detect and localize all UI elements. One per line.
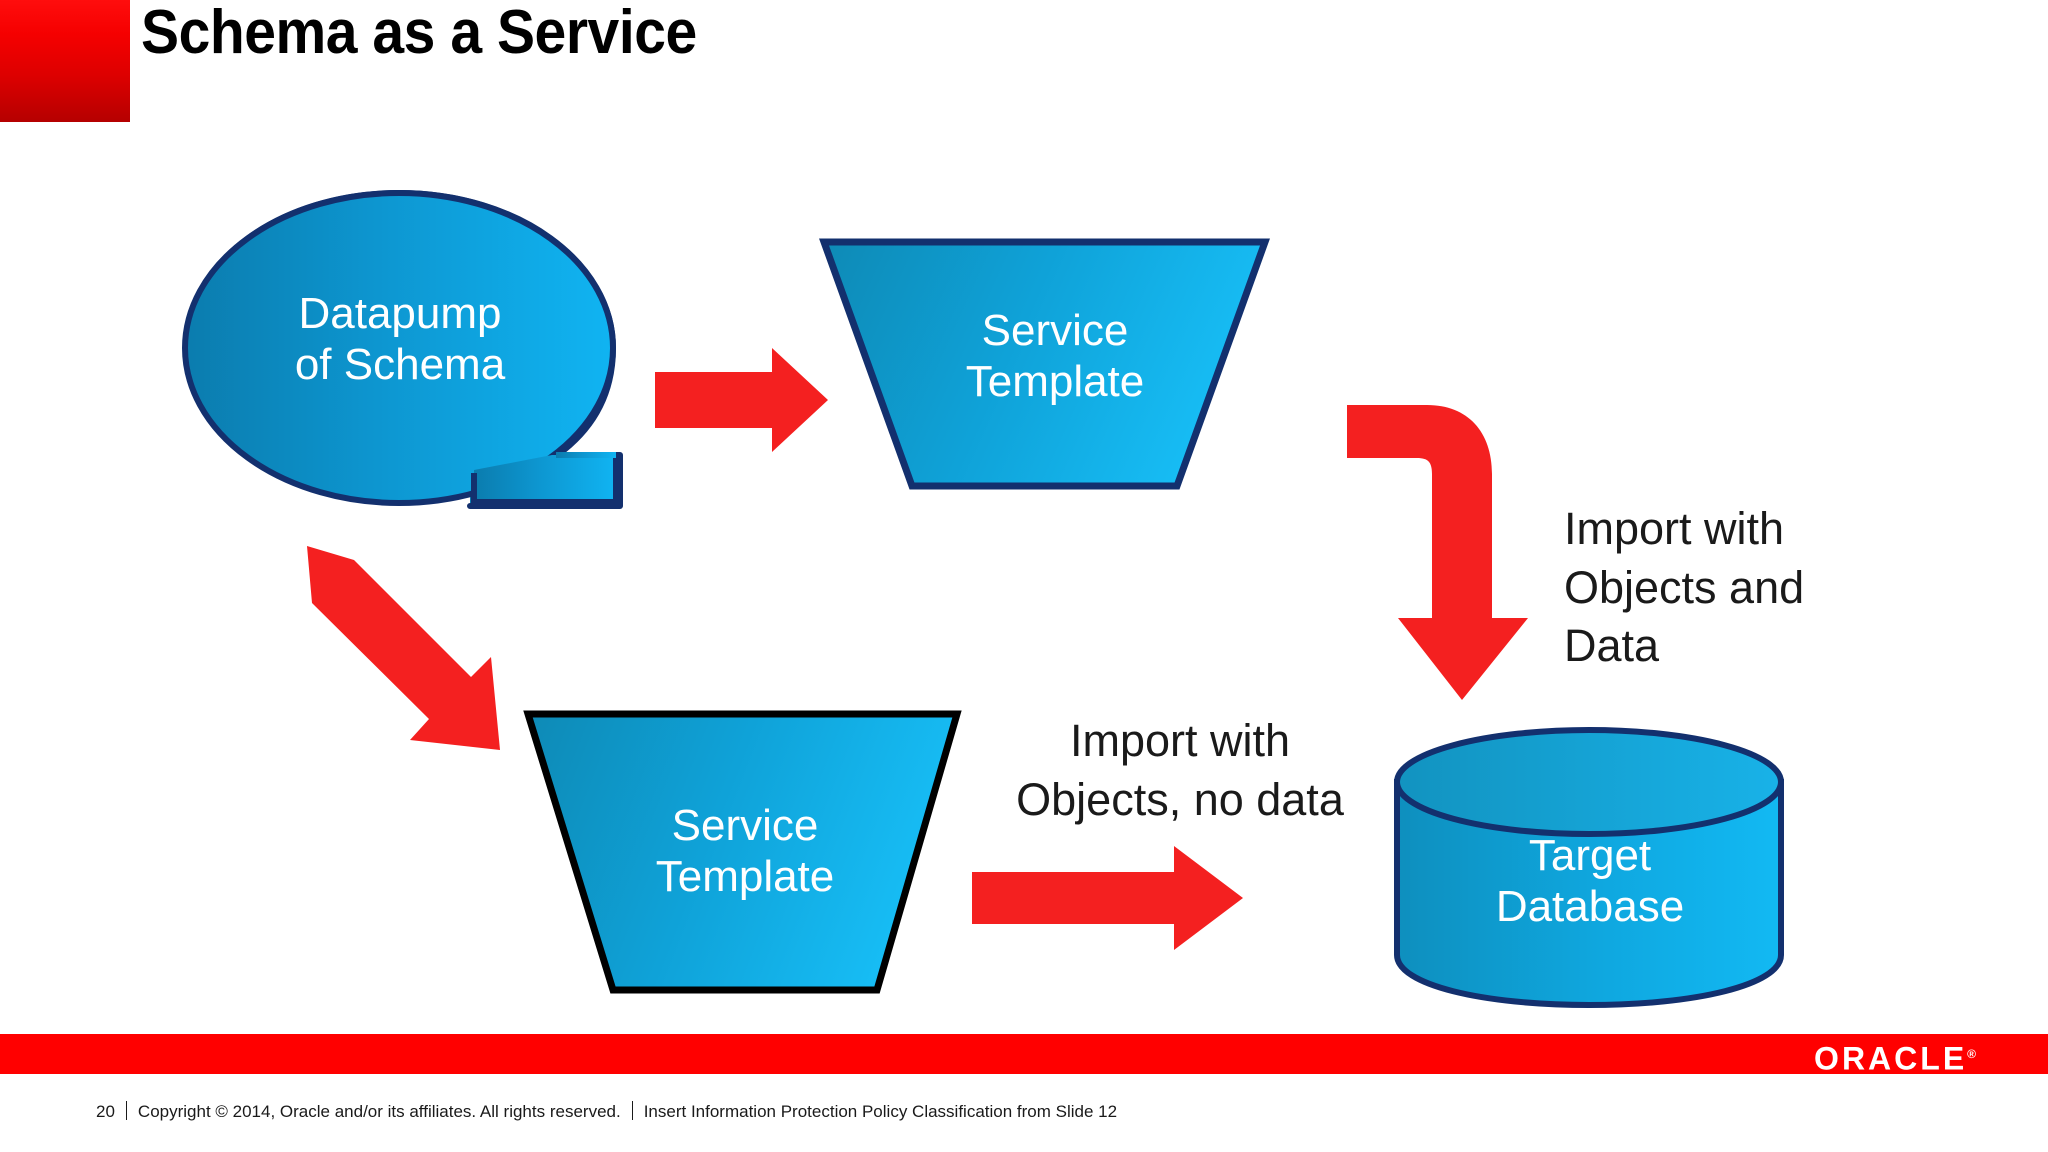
footer-text: 20 Copyright © 2014, Oracle and/or its a… <box>96 1098 1117 1122</box>
annotation-import-objects-and-data: Import with Objects and Data <box>1564 503 1805 671</box>
footer-divider-1 <box>125 1101 127 1120</box>
node-target-database[interactable] <box>1394 727 1784 1009</box>
oracle-logo: ORACLE® <box>1814 1037 1976 1076</box>
arrow-datapump-to-service-template-top <box>655 348 828 452</box>
annotation-import-objects-no-data: Import with Objects, no data <box>1016 715 1344 825</box>
footer-bar <box>0 1034 2048 1074</box>
title-accent-block <box>0 0 130 122</box>
footer-copyright: Copyright © 2014, Oracle and/or its affi… <box>137 1102 621 1121</box>
node-datapump[interactable] <box>182 190 623 509</box>
page-title: Schema as a Service <box>141 0 697 67</box>
registered-mark-icon: ® <box>1967 1047 1976 1061</box>
footer-classification: Insert Information Protection Policy Cla… <box>643 1102 1118 1121</box>
oracle-logo-text: ORACLE <box>1814 1040 1968 1077</box>
arrow-datapump-to-service-template-bottom <box>307 546 500 750</box>
node-service-template-top[interactable] <box>819 238 1270 490</box>
arrow-service-template-bottom-to-target-database <box>972 846 1243 950</box>
arrow-service-template-top-to-target-database <box>1347 405 1528 700</box>
footer-divider-2 <box>631 1101 633 1120</box>
node-service-template-bottom[interactable] <box>523 710 962 994</box>
page-number: 20 <box>96 1102 115 1121</box>
